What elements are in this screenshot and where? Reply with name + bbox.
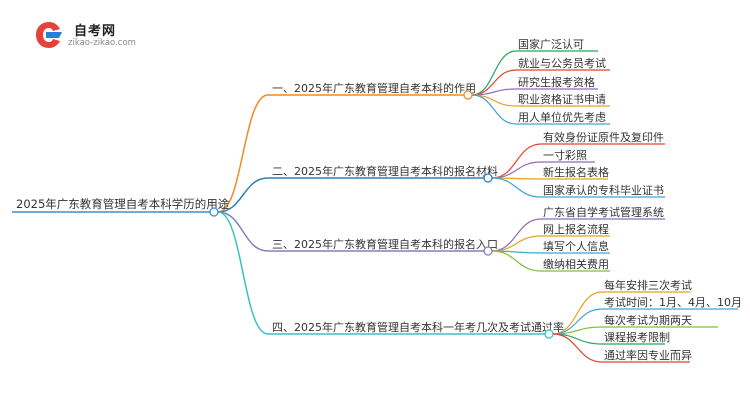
branch-dot-3 — [483, 246, 493, 256]
logo-url: zikao-zikao.com — [68, 38, 136, 48]
leaf-edge-3-4 — [491, 250, 542, 272]
branch-dot-4 — [544, 329, 554, 339]
logo-mark-icon — [36, 22, 62, 48]
leaf-edge-3-2 — [491, 235, 542, 252]
leaf-edge-4-5 — [552, 333, 603, 363]
leaf-edge-2-2 — [491, 161, 542, 179]
branch-edge-3 — [217, 211, 269, 252]
leaf-node-4-5: 通过率因专业而异 — [604, 348, 692, 362]
site-logo[interactable]: 自考网 zikao-zikao.com — [32, 18, 152, 54]
leaf-node-2-4: 国家承认的专科毕业证书 — [543, 183, 664, 197]
mind-map-edges — [12, 50, 738, 363]
leaf-node-3-2: 网上报名流程 — [543, 222, 609, 236]
branch-node-3: 三、2025年广东教育管理自考本科的报名入口 — [272, 237, 498, 251]
leaf-node-1-2: 就业与公务员考试 — [518, 56, 606, 70]
leaf-edge-1-5 — [471, 94, 517, 125]
branch-dot-2 — [483, 173, 493, 183]
mind-map-nodes: 2025年广东教育管理自考本科学历的用途 一、2025年广东教育管理自考本科的作用… — [16, 37, 742, 362]
branch-node-4: 四、2025年广东教育管理自考本科一年考几次及考试通过率 — [272, 320, 564, 334]
leaf-node-1-5: 用人单位优先考虑 — [518, 110, 606, 124]
branch-node-2: 二、2025年广东教育管理自考本科的报名材料 — [272, 164, 498, 178]
branch-edge-4 — [217, 211, 269, 335]
leaf-edge-2-1 — [491, 143, 542, 179]
leaf-node-3-4: 缴纳相关费用 — [543, 257, 609, 271]
logo-title: 自考网 — [74, 24, 117, 39]
branch-dot-1 — [463, 90, 473, 100]
leaf-node-1-3: 研究生报考资格 — [518, 75, 595, 89]
leaf-node-3-1: 广东省自学考试管理系统 — [543, 205, 664, 219]
root-node-dot — [209, 207, 219, 217]
leaf-node-4-1: 每年安排三次考试 — [604, 278, 692, 292]
leaf-node-1-4: 职业资格证书申请 — [518, 92, 606, 106]
leaf-node-4-3: 每次考试为期两天 — [604, 313, 692, 327]
branch-edge-1 — [217, 94, 269, 213]
branch-edge-2 — [217, 177, 269, 213]
leaf-node-2-1: 有效身份证原件及复印件 — [543, 130, 664, 144]
leaf-node-4-2: 考试时间：1月、4月、10月 — [604, 296, 742, 309]
leaf-edge-3-1 — [491, 218, 542, 252]
leaf-edge-1-1 — [471, 50, 517, 96]
leaf-node-1-1: 国家广泛认可 — [518, 37, 584, 51]
leaf-node-4-4: 课程报考限制 — [604, 330, 670, 344]
leaf-node-3-3: 填写个人信息 — [543, 239, 609, 253]
branch-node-1: 一、2025年广东教育管理自考本科的作用 — [272, 81, 476, 95]
leaf-edge-2-4 — [491, 177, 542, 198]
leaf-node-2-2: 一寸彩照 — [543, 148, 587, 162]
root-node-label: 2025年广东教育管理自考本科学历的用途 — [16, 197, 230, 211]
leaf-node-2-3: 新生报名表格 — [543, 165, 609, 179]
